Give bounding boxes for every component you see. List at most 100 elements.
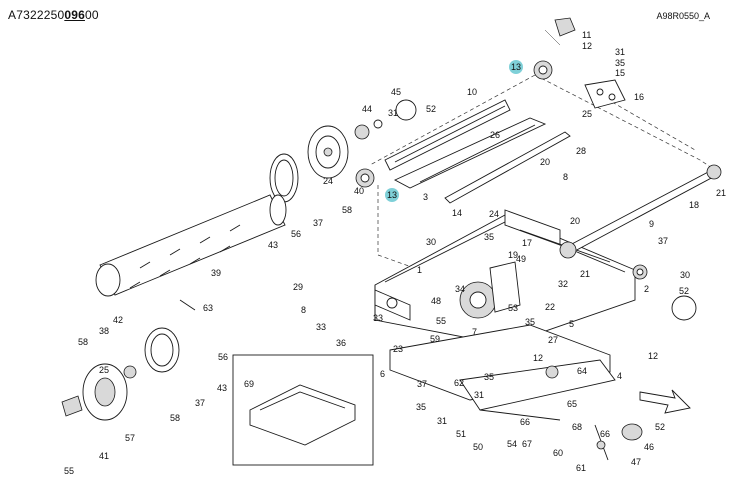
hub-25: [123, 365, 137, 379]
callout-c12: 12: [582, 41, 592, 51]
callout-c37b: 37: [417, 379, 427, 389]
callout-c66b: 66: [600, 429, 610, 439]
callout-c5: 5: [569, 319, 574, 329]
bearing-housing-44: [354, 119, 383, 140]
callout-c24a: 24: [323, 176, 333, 186]
part-number-highlight: 096: [64, 8, 85, 22]
callout-c53: 53: [508, 303, 518, 313]
callout-c47: 47: [631, 457, 641, 467]
callout-c1: 1: [417, 265, 422, 275]
callout-c64: 64: [577, 366, 587, 376]
callout-c48: 48: [431, 296, 441, 306]
part-number-prefix: A7322250: [8, 8, 65, 22]
bearing-64: [545, 365, 559, 379]
callout-c20b: 20: [570, 216, 580, 226]
bearing-13-left: [355, 168, 375, 188]
callout-c33b: 33: [373, 313, 383, 323]
callout-c60: 60: [553, 448, 563, 458]
callout-c54: 54: [507, 439, 517, 449]
callout-c29: 29: [293, 282, 303, 292]
callout-c31c: 31: [474, 390, 484, 400]
part-number-suffix: 00: [84, 8, 99, 22]
callout-c11: 11: [582, 30, 591, 40]
callout-c7: 7: [472, 327, 477, 337]
callout-c63: 63: [203, 303, 213, 313]
callout-c15: 15: [615, 68, 625, 78]
callout-c39: 39: [211, 268, 221, 278]
callout-c28: 28: [576, 146, 586, 156]
callout-c44: 44: [362, 104, 372, 114]
callout-c43b: 43: [217, 383, 227, 393]
bearing-55: [61, 395, 83, 417]
callout-c35c: 35: [525, 317, 535, 327]
slide-rail: [444, 131, 571, 204]
callout-c62: 62: [454, 378, 464, 388]
callout-c35e: 35: [416, 402, 426, 412]
callout-c8a: 8: [563, 172, 568, 182]
callout-c20a: 20: [540, 157, 550, 167]
ring-43: [269, 153, 299, 203]
callout-c49: 49: [516, 254, 526, 264]
callout-c17: 17: [522, 238, 532, 248]
callout-c16: 16: [634, 92, 644, 102]
callout-c42: 42: [113, 315, 123, 325]
callout-c12c: 12: [533, 353, 543, 363]
callout-c56b: 56: [218, 352, 228, 362]
callout-c66a: 66: [520, 417, 530, 427]
callout-c30b: 30: [426, 237, 436, 247]
callout-c10: 10: [467, 87, 477, 97]
ring-42: [144, 327, 180, 373]
end-plate-24: [307, 125, 349, 179]
direction-arrow: [639, 389, 691, 414]
callout-c19: 19: [508, 250, 518, 260]
callout-c58b: 58: [170, 413, 180, 423]
knob-11: [544, 17, 576, 46]
callout-c37a: 37: [658, 236, 668, 246]
callout-c68: 68: [572, 422, 582, 432]
bracket-16: [584, 79, 626, 109]
callout-c52c: 52: [655, 422, 665, 432]
callout-c46: 46: [644, 442, 654, 452]
callout-c34: 34: [455, 284, 465, 294]
drive-shaft: [559, 164, 722, 259]
callout-c37c: 37: [313, 218, 323, 228]
callout-c14: 14: [452, 208, 462, 218]
knob-52-right: [671, 295, 697, 321]
callout-c35b: 35: [484, 232, 494, 242]
callout-c35a: 35: [615, 58, 625, 68]
knob-52-bottom: [621, 423, 643, 441]
callout-c58a: 58: [342, 205, 352, 215]
knob-52-top: [395, 99, 417, 121]
callout-c41: 41: [99, 451, 109, 461]
callout-c67: 67: [522, 439, 532, 449]
callout-c51: 51: [456, 429, 466, 439]
callout-c65: 65: [567, 399, 577, 409]
callout-c4: 4: [617, 371, 622, 381]
callout-c61: 61: [576, 463, 586, 473]
callout-c36: 36: [336, 338, 346, 348]
callout-c8b: 8: [301, 305, 306, 315]
channel-guide: [393, 117, 547, 189]
callout-c25b: 25: [99, 365, 109, 375]
drawing-reference: A98R0550_A: [656, 11, 710, 21]
callout-c13a: 13: [511, 62, 521, 72]
callout-c57: 57: [125, 433, 135, 443]
callout-c13b: 13: [387, 190, 397, 200]
lever-assembly: [594, 424, 609, 461]
callout-c31b: 31: [388, 108, 398, 118]
callout-c35d: 35: [484, 372, 494, 382]
callout-c31d: 31: [437, 416, 447, 426]
callout-c9: 9: [649, 219, 654, 229]
callout-c30a: 30: [680, 270, 690, 280]
bearing-13-top: [533, 60, 553, 80]
callout-c21b: 21: [580, 269, 590, 279]
callout-c40: 40: [354, 186, 364, 196]
callout-c56a: 56: [291, 229, 301, 239]
callout-c27: 27: [548, 335, 558, 345]
callout-c12b: 12: [648, 351, 658, 361]
callout-c18: 18: [689, 200, 699, 210]
callout-c31a: 31: [615, 47, 625, 57]
callout-c59: 59: [430, 334, 440, 344]
